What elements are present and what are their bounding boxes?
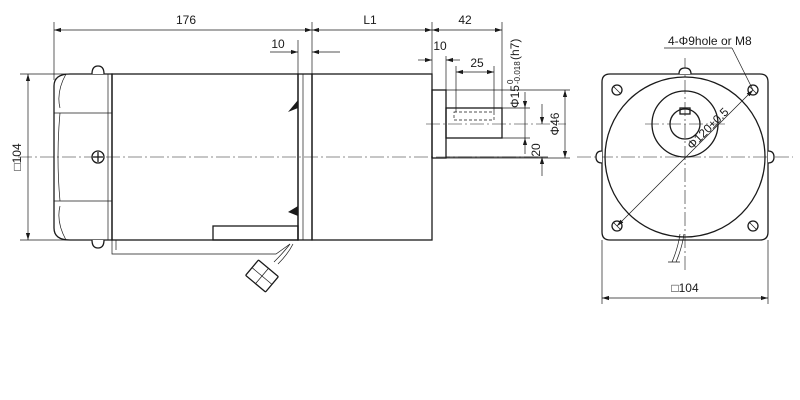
dim-mount-holes: 4-Φ9hole or M8 xyxy=(668,34,752,48)
dim-phi46: Φ46 xyxy=(548,112,562,135)
side-view xyxy=(18,65,566,293)
dim-20: 20 xyxy=(529,143,543,157)
dim-176: 176 xyxy=(176,13,196,27)
cable-connector xyxy=(245,243,294,293)
dim-phi15-tol-upper: 0 xyxy=(506,79,515,84)
dim-front-104: □104 xyxy=(671,281,699,295)
dim-phi15-fit: (h7) xyxy=(508,39,522,60)
dim-10-flange: 10 xyxy=(271,37,285,51)
dim-42: 42 xyxy=(458,13,472,27)
flange xyxy=(288,73,313,241)
front-flange xyxy=(595,67,775,241)
dim-side-104: □104 xyxy=(10,143,24,171)
dim-phi15-tol-lower: -0.018 xyxy=(513,61,522,84)
front-view xyxy=(577,58,793,270)
side-dimensions: 176 L1 42 10 10 25 Φ15 0 -0.018 (h7) xyxy=(10,13,570,241)
dim-25: 25 xyxy=(470,56,484,70)
front-cable xyxy=(668,233,685,263)
dim-l1: L1 xyxy=(363,13,377,27)
dim-bolt-circle: Φ120±0.5 xyxy=(684,105,732,153)
dim-phi15: Φ15 xyxy=(508,85,522,108)
dim-10-collar: 10 xyxy=(433,39,447,53)
